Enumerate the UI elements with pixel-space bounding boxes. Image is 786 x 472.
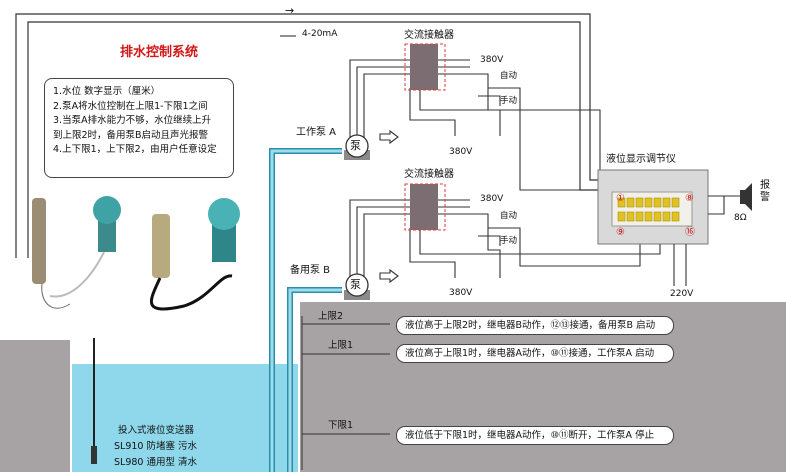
manual-label-b: 手动 [500, 236, 518, 246]
auto-label-a: 自动 [500, 71, 518, 81]
pump-a-label: 工作泵 A [296, 127, 337, 138]
condition-upper-2: 液位高于上限2时，继电器B动作，⑫⑬接通，备用泵B 启动 [396, 316, 674, 335]
terminal-9: ⑨ [616, 227, 625, 238]
note-line: 3.当泵A排水能力不够，水位继续上升 [53, 115, 212, 126]
voltage-b-top: 380V [480, 194, 504, 204]
note-line: 2.泵A将水位控制在上限1-下限1之间 [53, 100, 208, 112]
sensor-caption-1: 投入式液位变送器 [118, 425, 195, 436]
transmitter-2 [208, 198, 240, 262]
note-line: 1.水位 数字显示（厘米） [53, 86, 161, 97]
system-title: 排水控制系统 [120, 45, 199, 60]
tank-sensor-rod [91, 338, 97, 464]
contactor-b-label: 交流接触器 [404, 169, 454, 180]
terminal-8: ⑧ [685, 193, 694, 204]
level-lines [301, 316, 390, 470]
buzzer-icon [740, 183, 752, 211]
terminal-16: ⑯ [685, 227, 695, 238]
pump-a-char: 泵 [350, 139, 361, 152]
transmitter-1 [49, 196, 121, 298]
pump-a [344, 134, 370, 160]
power-label: 220V [670, 289, 694, 299]
level-upper-1: 上限1 [328, 340, 354, 351]
note-line: 4.上下限1，上下限2，由用户任意设定 [53, 144, 217, 155]
water-tank [72, 364, 298, 472]
sensor-caption-2: SL910 防堵塞 污水 [114, 441, 197, 452]
pump-b-char: 泵 [350, 278, 361, 291]
signal-label: 4-20mA [302, 29, 338, 39]
voltage-a-top: 380V [480, 55, 504, 65]
level-lower-1: 下限1 [328, 420, 354, 431]
voltage-a-bottom: 380V [449, 147, 473, 157]
pump-a-wiring [349, 59, 601, 191]
pump-b [344, 273, 370, 300]
speaker-ohm: 8Ω [734, 213, 747, 223]
contactor-a-label: 交流接触器 [404, 30, 454, 41]
level-upper-2: 上限2 [318, 311, 344, 322]
note-line: 到上限2时，备用泵B启动且声光报警 [53, 129, 209, 141]
sensor-probe-2 [149, 214, 233, 311]
condition-upper-1: 液位高于上限1时，继电器A动作，⑩⑪接通，工作泵A 启动 [396, 344, 674, 363]
level-controller [597, 169, 709, 245]
pump-b-label: 备用泵 B [290, 265, 331, 276]
alarm-label: 报警 [760, 180, 770, 203]
contactor-b [410, 184, 438, 230]
contactor-a [410, 44, 438, 90]
controller-wiring [673, 195, 740, 286]
signal-arrow: → [285, 4, 295, 17]
pump-b-wiring [349, 199, 661, 278]
controller-label: 液位显示调节仪 [606, 154, 676, 165]
auto-label-b: 自动 [500, 211, 518, 221]
flow-arrows [280, 35, 399, 284]
condition-lower-1: 液位低于下限1时，继电器A动作，⑩⑪断开，工作泵A 停止 [396, 426, 674, 445]
voltage-b-bottom: 380V [449, 288, 473, 298]
notes-box: 1.水位 数字显示（厘米） 2.泵A将水位控制在上限1-下限1之间 3.当泵A排… [44, 78, 234, 178]
manual-label-a: 手动 [500, 96, 518, 106]
sensor-caption-3: SL980 通用型 清水 [114, 457, 197, 468]
sensor-probe-1 [32, 198, 71, 309]
terminal-1: ① [616, 193, 625, 204]
